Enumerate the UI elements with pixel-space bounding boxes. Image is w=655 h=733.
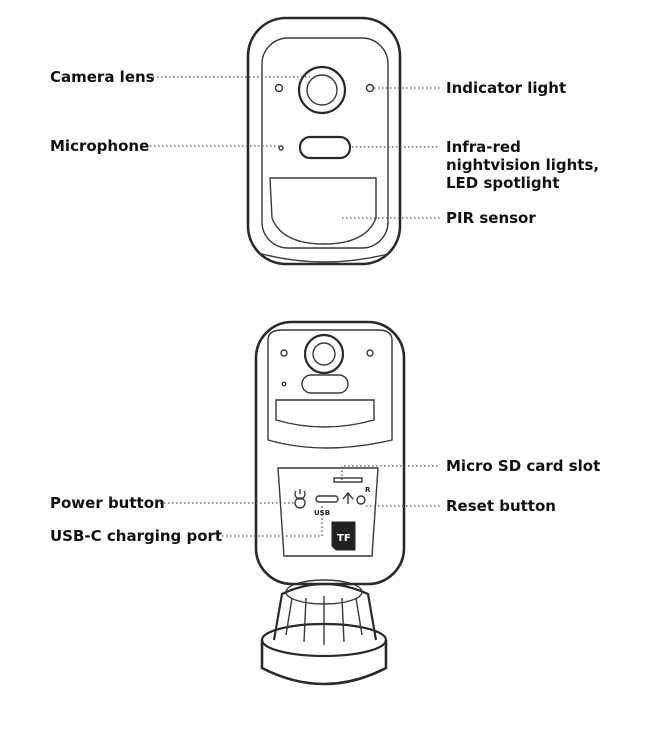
label-ir-lights-line3: LED spotlight [446,174,560,192]
leader-usbc-port [218,504,323,537]
mounted-mic-dot [281,381,287,387]
label-usbc-port: USB-C charging port [50,527,222,545]
micro-sd-card-icon: TF [331,521,356,551]
front-view-camera [246,16,402,266]
tf-marking: TF [337,533,351,544]
mounted-ir-bar [301,374,349,394]
reset-button-icon [356,495,366,505]
sd-insert-arrow-icon [342,491,354,504]
left-sensor-dot [274,83,284,93]
mounted-camera-body [254,320,406,586]
camera-face-panel [261,37,389,249]
label-pir-sensor: PIR sensor [446,209,536,227]
ir-light-bar [298,135,352,160]
mounted-right-dot [366,349,374,357]
label-camera-lens: Camera lens [50,68,155,86]
camera-lens-icon [297,65,347,115]
reset-marking: R [365,486,371,494]
pir-sensor-window [269,177,377,245]
port-panel [277,467,379,557]
label-reset-button: Reset button [446,497,556,515]
mounted-pir-window [275,399,375,428]
leader-micro-sd-slot [341,465,440,480]
usb-marking: USB [314,509,330,517]
mounted-camera-lens-icon [303,333,345,375]
label-power-button: Power button [50,494,165,512]
microphone-icon [278,145,284,151]
label-microphone: Microphone [50,137,149,155]
label-indicator-light: Indicator light [446,79,566,97]
power-button-icon [294,489,306,509]
indicator-light-icon [365,83,375,93]
usb-c-port-icon [315,495,339,503]
label-ir-lights-line1: Infra-red [446,138,521,156]
camera-body-outline [246,16,402,266]
mounted-camera: USB R TF [254,320,406,686]
mounted-left-dot [280,349,288,357]
camera-bottom-rim [261,253,389,263]
mounted-face-panel [267,329,393,449]
label-ir-lights-line2: nightvision lights, [446,156,599,174]
mount-base [260,579,388,686]
label-micro-sd-slot: Micro SD card slot [446,457,600,475]
micro-sd-slot-icon [333,477,363,483]
